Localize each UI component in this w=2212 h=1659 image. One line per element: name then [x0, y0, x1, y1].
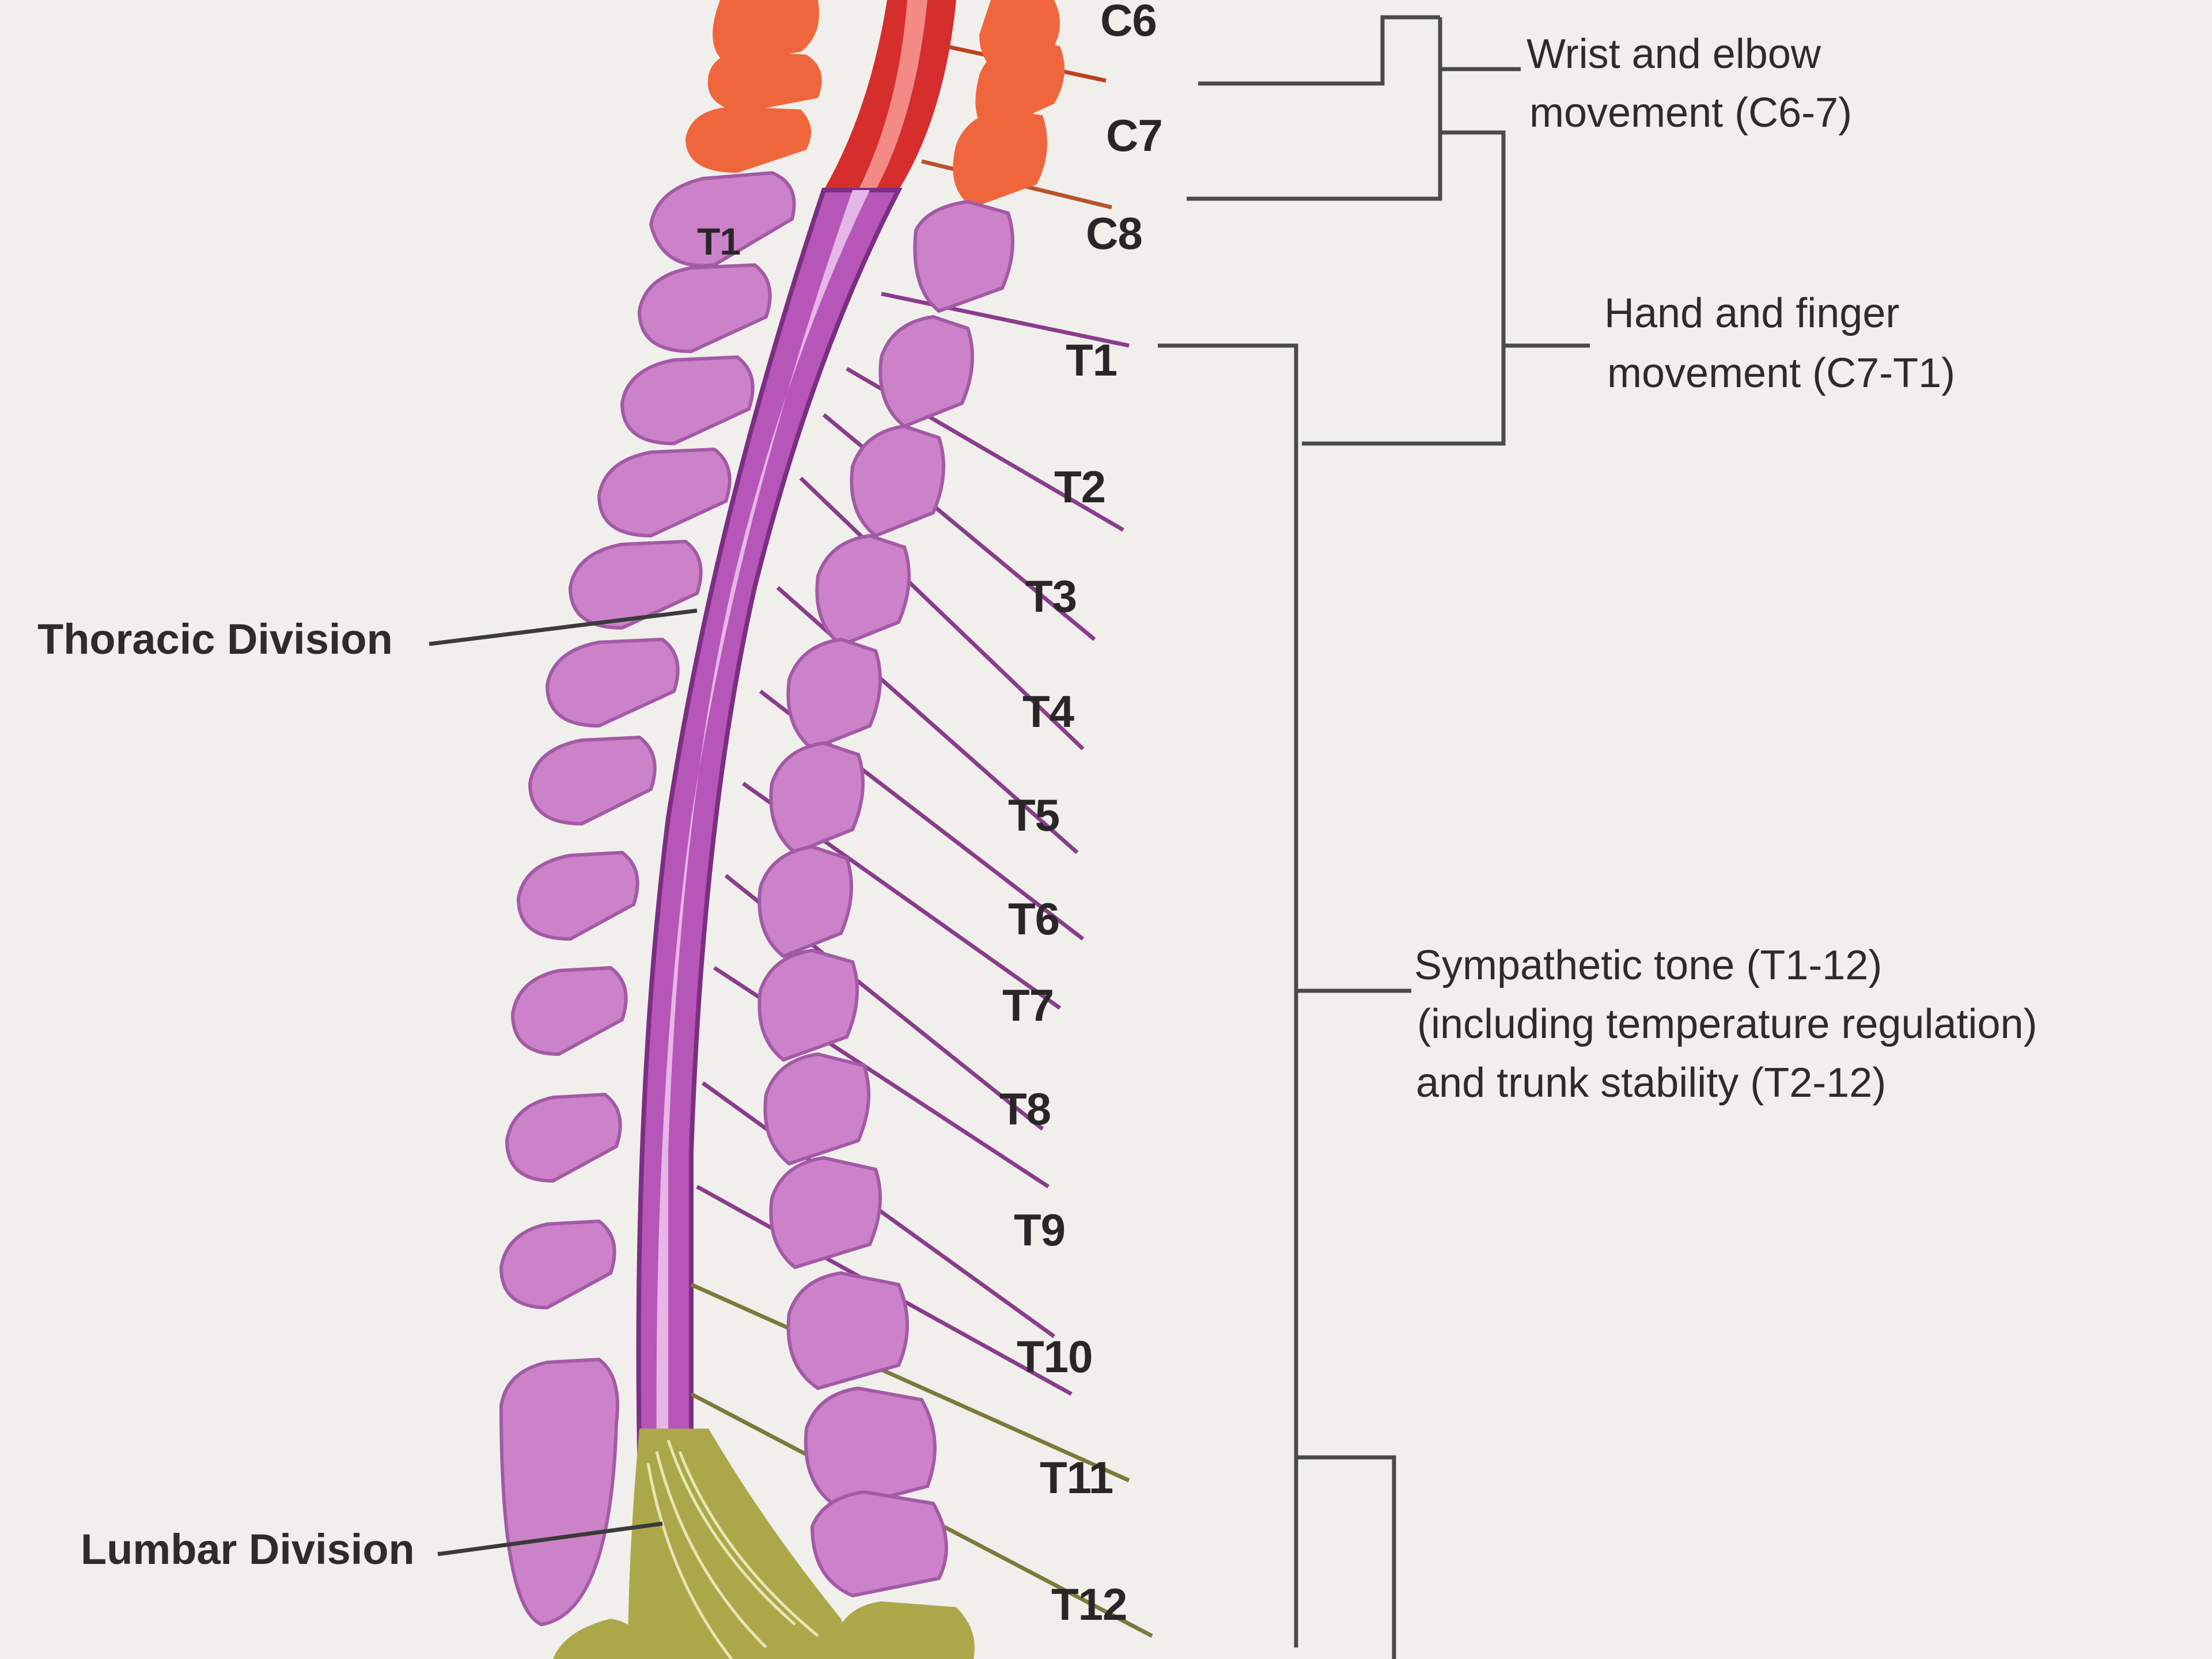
- nerve-label-t12: T12: [1051, 1579, 1127, 1630]
- left-vertebrae-column: [499, 0, 822, 1659]
- hand-finger-label-line1: Hand and finger: [1604, 290, 1899, 336]
- right-cervical-vertebrae: [953, 0, 1065, 207]
- sympathetic-label-line1: Sympathetic tone (T1-12): [1414, 942, 1882, 988]
- nerve-label-c7: C7: [1106, 110, 1162, 161]
- left-thoracic-vertebrae: [499, 171, 796, 1627]
- right-thoracic-vertebrae: [757, 199, 1014, 1598]
- function-brackets: [1158, 15, 1590, 1659]
- nerve-label-t2: T2: [1054, 461, 1105, 512]
- nerve-label-t11: T11: [1040, 1452, 1113, 1503]
- nerve-label-t4: T4: [1022, 686, 1074, 737]
- cervical-cord-highlight: [858, 0, 927, 190]
- sympathetic-label-line2: (including temperature regulation): [1417, 1001, 2037, 1047]
- wrist-elbow-label-line2: movement (C6-7): [1529, 90, 1852, 136]
- nerve-label-t1: T1: [1066, 335, 1117, 385]
- lumbar-cord-segment: [628, 1429, 853, 1659]
- wrist-elbow-bracket: [1187, 15, 1521, 201]
- nerve-label-t10: T10: [1017, 1331, 1092, 1382]
- cervical-cord-segment: [824, 0, 956, 190]
- wrist-elbow-label-line1: Wrist and elbow: [1527, 31, 1821, 77]
- cauda-equina-roots: [646, 1440, 819, 1659]
- vertebra-label-t1: T1: [697, 220, 740, 263]
- division-labels: Thoracic Division Lumbar Division: [37, 608, 698, 1573]
- nerve-label-t9: T9: [1014, 1205, 1065, 1255]
- nerve-label-c8: C8: [1086, 208, 1142, 259]
- nerve-label-t3: T3: [1025, 571, 1077, 622]
- function-labels: Wrist and elbow movement (C6-7) Hand and…: [1414, 31, 2037, 1106]
- nerve-label-t5: T5: [1008, 790, 1059, 840]
- lumbar-division-leader: [437, 1521, 663, 1556]
- nerve-label-c6: C6: [1100, 0, 1157, 46]
- lumbar-vertebra-bottom: [553, 1619, 645, 1659]
- lumbar-bracket: [1296, 1455, 1396, 1659]
- sympathetic-bracket: [1158, 343, 1411, 1647]
- right-lumbar-vertebra: [830, 1601, 975, 1659]
- hand-finger-label-line2: movement (C7-T1): [1607, 350, 1955, 396]
- nerve-label-t6: T6: [1008, 893, 1059, 944]
- thoracic-division-leader: [429, 608, 698, 646]
- nerve-label-t8: T8: [999, 1084, 1051, 1134]
- spinal-cord: [628, 0, 956, 1659]
- thoracic-division-label: Thoracic Division: [37, 615, 393, 663]
- nerve-level-labels: C6 C7 C8 T1 T2 T3 T4 T5 T6 T7 T8 T9 T10 …: [697, 0, 1163, 1630]
- left-cervical-vertebrae: [685, 0, 822, 173]
- sympathetic-label-line3: and trunk stability (T2-12): [1416, 1060, 1886, 1106]
- right-vertebrae-column: [757, 0, 1065, 1659]
- nerve-label-t7: T7: [1002, 980, 1054, 1031]
- hand-finger-bracket: [1302, 130, 1590, 446]
- lumbar-division-label: Lumbar Division: [81, 1525, 415, 1573]
